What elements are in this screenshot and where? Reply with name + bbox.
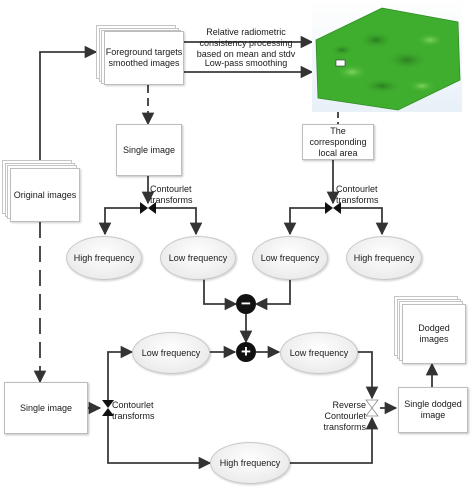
- high-frequency-bottom: High frequency: [210, 442, 290, 484]
- plus-operator-icon: +: [236, 342, 256, 362]
- bowtie-left-icon: [140, 202, 156, 214]
- terrain-surface-image: [312, 0, 462, 112]
- high-frequency-left: High frequency: [66, 236, 142, 280]
- dodged-images-label: Dodged images: [402, 304, 466, 364]
- reverse-contourlet-label: Reverse Contourlet transforms: [323, 400, 366, 432]
- original-images-stack: Original images: [2, 160, 80, 222]
- low-frequency-bottom-left: Low frequency: [132, 332, 210, 374]
- low-frequency-bottom-right: Low frequency: [280, 332, 358, 374]
- arrow-low-right-to-reverse: [356, 351, 379, 400]
- arrow-bowtie-right-to-high: [341, 207, 389, 236]
- arrow-bowtie-bottom-to-high: [107, 416, 212, 470]
- contourlet-bottom-label: Contourlet transforms: [112, 400, 155, 421]
- dodged-images-stack: Dodged images: [394, 296, 466, 364]
- low-frequency-right: Low frequency: [252, 236, 328, 280]
- corresponding-local-area-box: The corresponding local area: [302, 124, 374, 160]
- low-pass-smoothing-label: Low-pass smoothing: [204, 58, 288, 68]
- arrow-bowtie-bottom-to-low: [107, 345, 134, 400]
- arrow-original-to-foreground: [39, 45, 98, 160]
- arrow-bowtie-left-to-low: [156, 207, 203, 236]
- original-images-label: Original images: [10, 168, 80, 222]
- high-frequency-right: High frequency: [346, 236, 422, 280]
- arrow-high-bottom-to-reverse: [288, 416, 379, 464]
- single-image-top-box: Single image: [116, 124, 182, 176]
- bowtie-reverse-icon: [365, 399, 379, 417]
- arrow-bowtie-left-to-high: [98, 207, 140, 236]
- arrow-low-left-to-minus: [203, 278, 238, 311]
- relative-consistency-label: Relative radiometric consistency process…: [196, 27, 296, 59]
- arrow-bowtie-right-to-low: [283, 207, 325, 236]
- single-dodged-image-box: Single dodged image: [398, 387, 468, 433]
- arrow-low-right-to-minus: [254, 278, 291, 311]
- single-image-bottom-box: Single image: [4, 382, 88, 434]
- local-area-marker: [335, 59, 346, 67]
- low-frequency-left: Low frequency: [160, 236, 236, 280]
- contourlet-left-label: Contourlet transforms: [150, 184, 193, 205]
- foreground-targets-label: Foreground targets smoothed images: [104, 31, 184, 85]
- contourlet-right-label: Contourlet transforms: [336, 184, 379, 205]
- bowtie-bottom-icon: [102, 400, 114, 416]
- foreground-targets-stack: Foreground targets smoothed images: [96, 25, 184, 87]
- bowtie-right-icon: [325, 202, 341, 214]
- minus-operator-icon: −: [236, 294, 256, 314]
